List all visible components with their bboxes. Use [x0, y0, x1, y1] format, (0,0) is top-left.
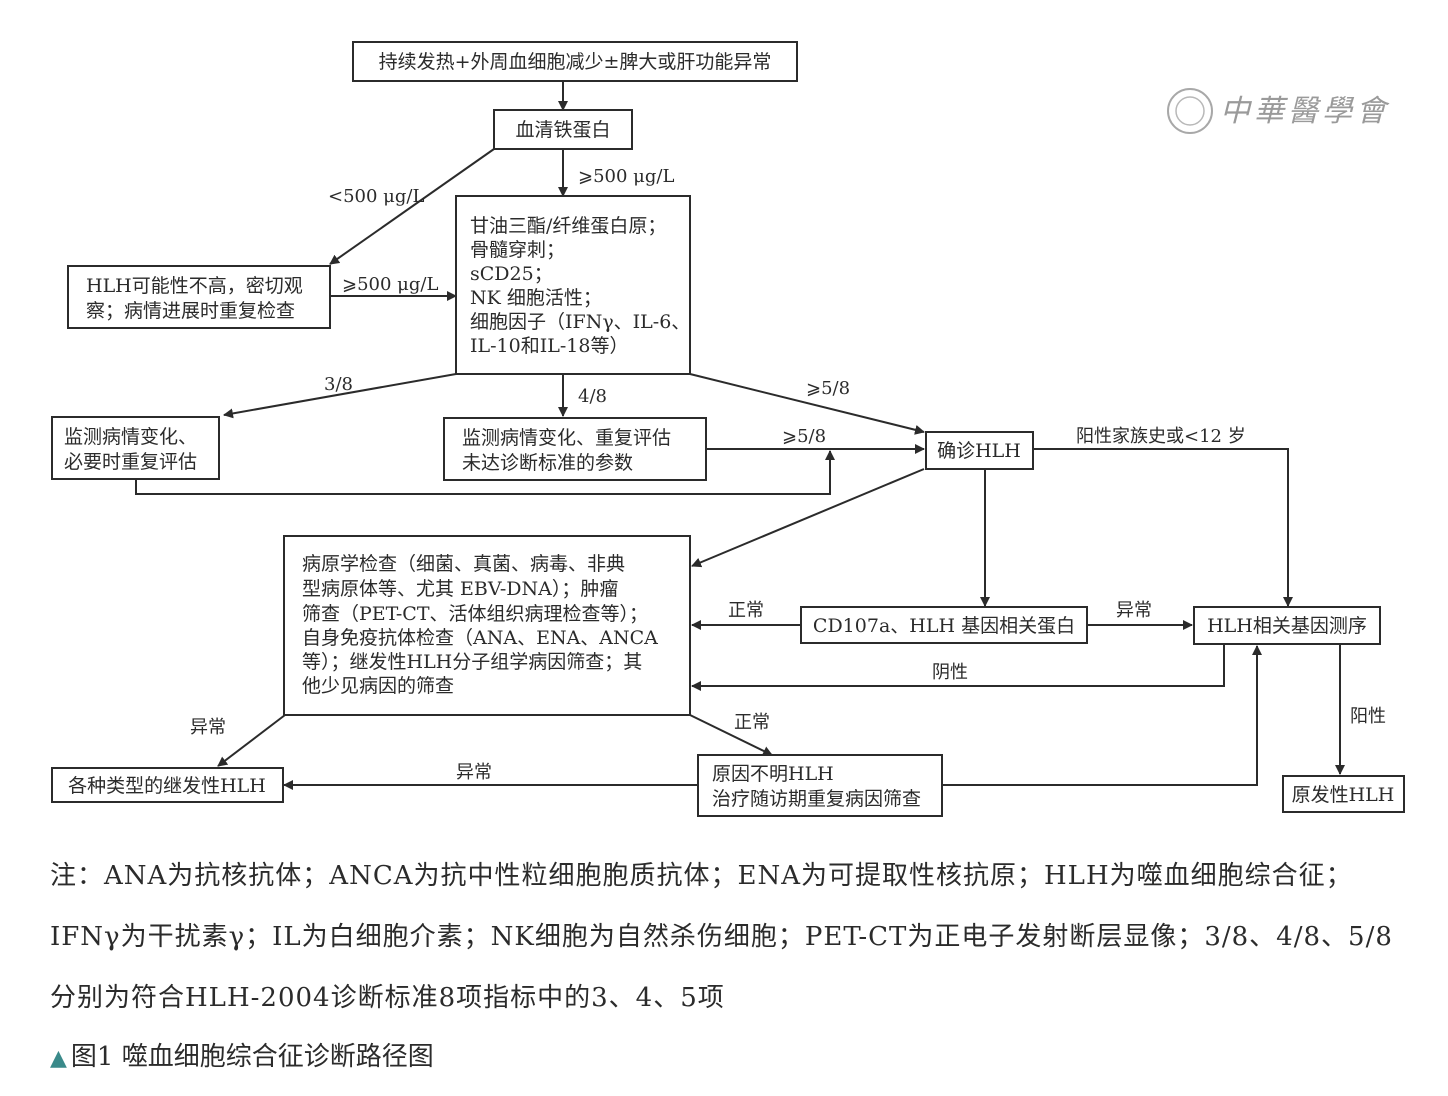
node-tests-line: NK 细胞活性； [470, 287, 602, 309]
edge-label: ⩾5/8 [782, 426, 826, 447]
node-confirm: 确诊HLH [925, 431, 1034, 470]
edge-label: ⩾5/8 [806, 378, 850, 399]
node-secondary-text: 各种类型的继发性HLH [68, 775, 266, 797]
node-primary-text: 原发性HLH [1292, 784, 1395, 806]
flowchart: 中華醫學會 持续发热+外周血细胞减少±脾大或肝功能异常 血清铁蛋白 甘油三酯/ [51, 41, 1405, 817]
edge-label: 3/8 [324, 374, 353, 395]
node-confirm-text: 确诊HLH [937, 440, 1021, 462]
node-cd107-text: CD107a、HLH 基因相关蛋白 [813, 615, 1075, 637]
node-etiology-line: 筛查（PET-CT、活体组织病理检查等）； [302, 603, 648, 625]
node-tests-line: sCD25； [470, 263, 553, 285]
node-etiology: 病原学检查（细菌、真菌、病毒、非典 型病原体等、尤其 EBV-DNA）；肿瘤 筛… [283, 535, 691, 716]
edge-label: 阳性家族史或<12 岁 [1076, 426, 1246, 447]
node-tests-line: 细胞因子（IFNγ、IL-6、 [470, 311, 690, 333]
figure-caption: ▲图1 噬血细胞综合征诊断路径图 [50, 1036, 434, 1073]
watermark-text: 中華醫學會 [1220, 94, 1390, 129]
figure-note: 注：ANA为抗核抗体；ANCA为抗中性粒细胞胞质抗体；ENA为可提取性核抗原；H… [50, 861, 1393, 1013]
node-observe-line: 察；病情进展时重复检查 [86, 300, 295, 322]
edge-label: 异常 [190, 717, 226, 738]
node-etiology-line: 自身免疫抗体检查（ANA、ENA、ANCA [302, 627, 658, 649]
triangle-icon: ▲ [50, 1046, 67, 1071]
node-etiology-line: 型病原体等、尤其 EBV-DNA）；肿瘤 [302, 578, 618, 600]
node-gene: HLH相关基因测序 [1193, 606, 1381, 645]
caption-text: 图1 噬血细胞综合征诊断路径图 [70, 1042, 434, 1072]
node-etiology-line: 病原学检查（细菌、真菌、病毒、非典 [302, 553, 625, 575]
edge-label: ⩾500 μg/L [342, 274, 438, 295]
node-unknown-line: 原因不明HLH [712, 763, 834, 785]
edge-label: <500 μg/L [328, 186, 424, 207]
node-observe: HLH可能性不高，密切观 察；病情进展时重复检查 [67, 265, 331, 329]
edge-label: 阳性 [1350, 706, 1386, 727]
watermark-seal-icon [1167, 88, 1213, 134]
node-etiology-line: 等）；继发性HLH分子组学病因筛查；其 [302, 651, 642, 673]
watermark: 中華醫學會 [1167, 88, 1390, 134]
edge-label: 异常 [1116, 600, 1152, 621]
connectors [135, 81, 1345, 790]
node-monitor2: 监测病情变化、重复评估 未达诊断标准的参数 [443, 417, 707, 481]
node-monitor1: 监测病情变化、 必要时重复评估 [51, 416, 220, 480]
edge-label: 异常 [456, 762, 492, 783]
edge-label: 阴性 [932, 662, 968, 683]
node-tests: 甘油三酯/纤维蛋白原； 骨髓穿刺； sCD25； NK 细胞活性； 细胞因子（I… [455, 195, 691, 375]
node-unknown: 原因不明HLH 治疗随访期重复病因筛查 [697, 754, 943, 817]
node-monitor1-line: 监测病情变化、 [64, 426, 197, 448]
node-primary: 原发性HLH [1282, 775, 1405, 813]
node-monitor2-line: 监测病情变化、重复评估 [462, 427, 671, 449]
node-tests-line: IL-10和IL-18等） [470, 335, 628, 357]
node-start: 持续发热+外周血细胞减少±脾大或肝功能异常 [352, 41, 798, 82]
edge-label: 正常 [734, 712, 770, 733]
node-start-text: 持续发热+外周血细胞减少±脾大或肝功能异常 [379, 51, 772, 73]
edge-label: 4/8 [578, 386, 607, 407]
node-monitor1-line: 必要时重复评估 [64, 451, 197, 473]
edge-label: ⩾500 μg/L [578, 166, 674, 187]
node-cd107: CD107a、HLH 基因相关蛋白 [800, 606, 1088, 644]
edge-labels: <500 μg/L ⩾500 μg/L ⩾500 μg/L 3/8 4/8 ⩾5… [190, 166, 1386, 783]
node-monitor2-line: 未达诊断标准的参数 [462, 452, 633, 474]
node-tests-line: 骨髓穿刺； [470, 239, 565, 261]
node-observe-line: HLH可能性不高，密切观 [86, 275, 303, 297]
node-secondary: 各种类型的继发性HLH [51, 767, 284, 803]
node-etiology-line: 他少见病因的筛查 [302, 675, 454, 697]
node-tests-line: 甘油三酯/纤维蛋白原； [470, 215, 666, 237]
node-unknown-line: 治疗随访期重复病因筛查 [712, 788, 921, 810]
node-gene-text: HLH相关基因测序 [1207, 615, 1367, 637]
node-ferritin: 血清铁蛋白 [493, 109, 633, 150]
node-ferritin-text: 血清铁蛋白 [515, 119, 610, 141]
edge-label: 正常 [728, 600, 764, 621]
